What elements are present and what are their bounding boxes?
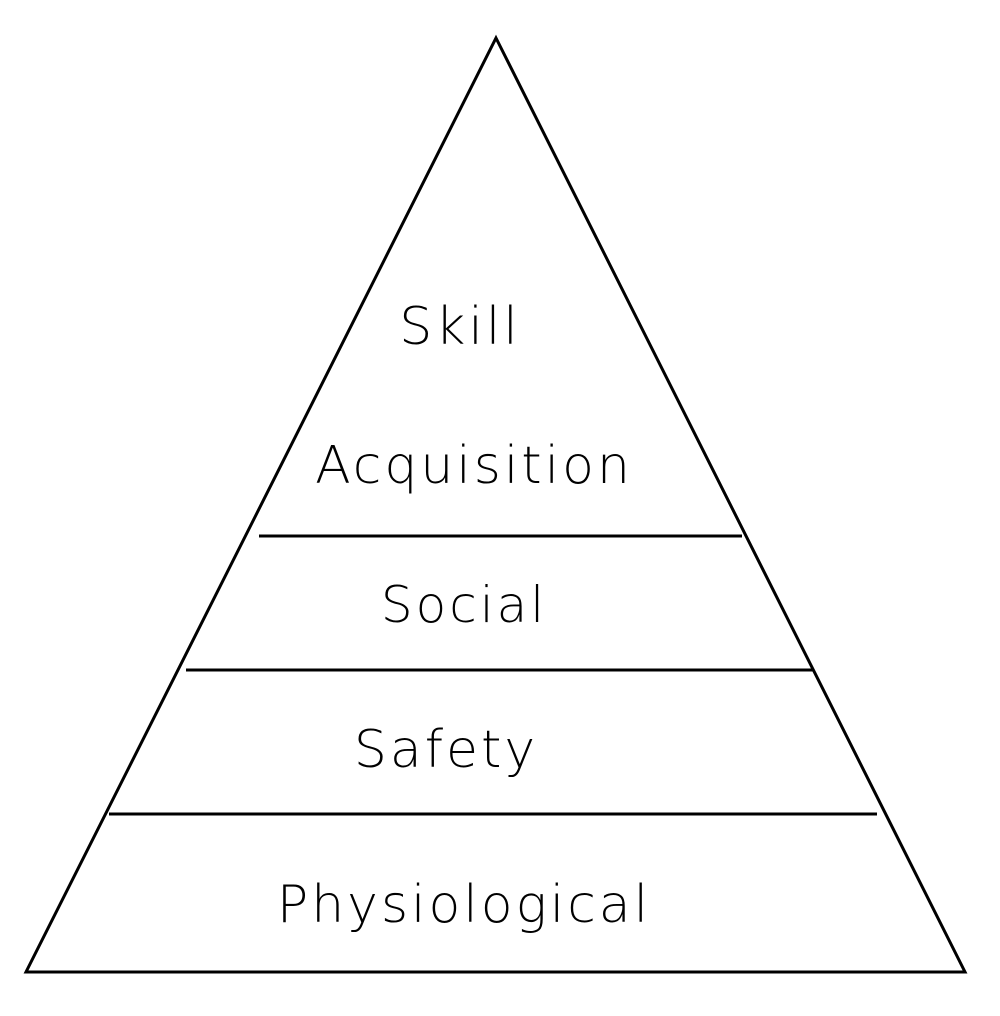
pyramid-outline (23, 34, 968, 974)
tier-label-social: Social (381, 576, 547, 634)
tier-label-skill: Skill (399, 297, 520, 357)
tier-label-acquisition: Acquisition (315, 436, 633, 496)
tier-label-physiological: Physiological (277, 875, 651, 935)
tier-label-safety: Safety (354, 720, 538, 780)
